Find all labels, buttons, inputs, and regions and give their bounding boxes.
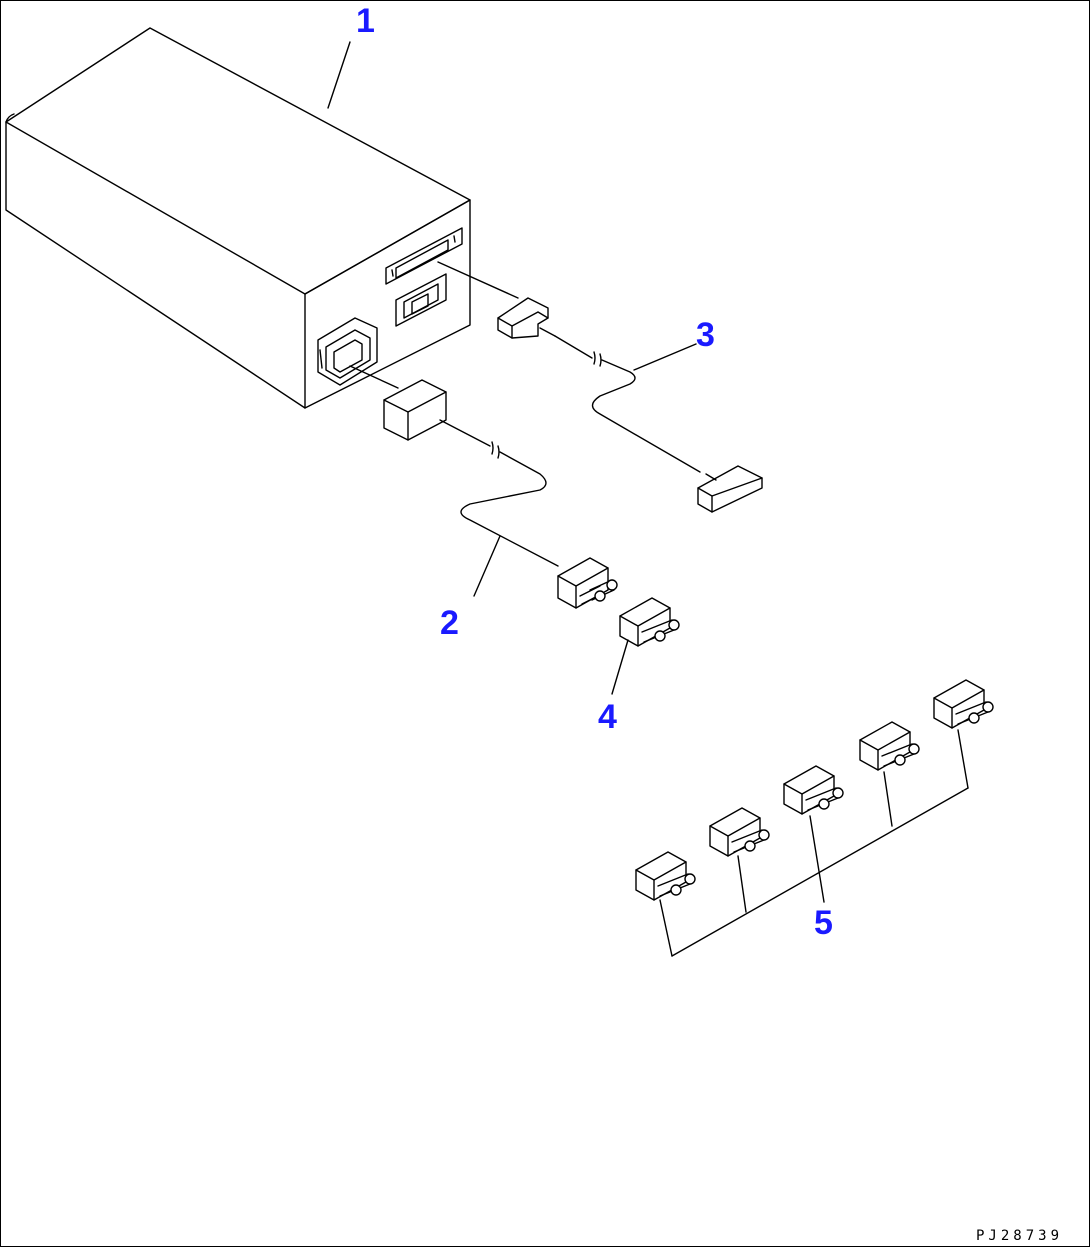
callout-1: 1: [356, 2, 375, 40]
part-1-control-box[interactable]: [5, 27, 471, 409]
plug-set-item: [709, 807, 770, 857]
plug-set-item: [783, 765, 844, 815]
plug-set-item: [933, 679, 994, 729]
part-2-power-cable[interactable]: [349, 365, 618, 609]
plug-set-item: [859, 721, 920, 771]
callout-5: 5: [814, 904, 833, 942]
callout-3: 3: [696, 316, 715, 354]
part-3-data-cable[interactable]: [437, 261, 763, 513]
part-4-plug[interactable]: [611, 597, 680, 695]
callout-4: 4: [598, 698, 617, 736]
plug-set-item: [635, 851, 696, 901]
drawing-code: PJ28739: [976, 1228, 1063, 1244]
callout-2: 2: [440, 604, 459, 642]
part-5-plug-set[interactable]: [635, 679, 994, 957]
